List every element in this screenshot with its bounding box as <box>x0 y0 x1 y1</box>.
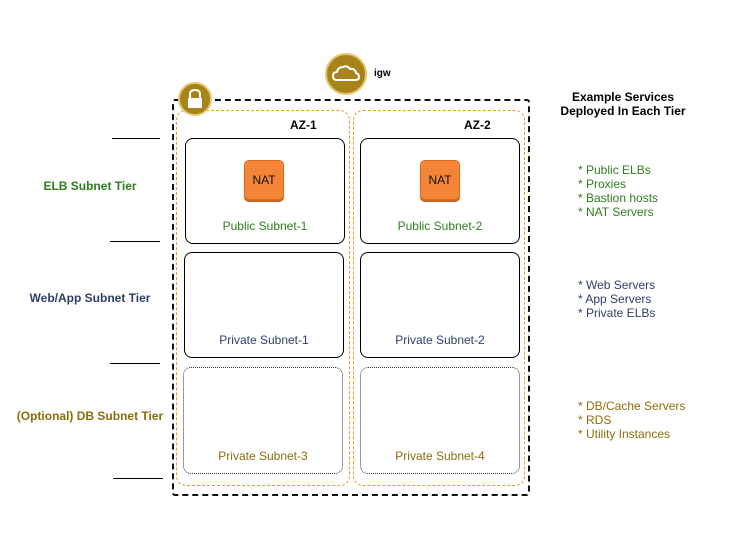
subnet-label: Public Subnet-2 <box>397 219 483 233</box>
private-subnet-1[interactable]: Private Subnet-1 <box>184 252 344 358</box>
nat-box: NAT <box>244 160 284 200</box>
public-subnet-2[interactable]: NAT Public Subnet-2 <box>360 138 520 244</box>
tier-separator <box>113 478 163 479</box>
private-subnet-3[interactable]: Private Subnet-3 <box>183 367 343 474</box>
tier-label-webapp: Web/App Subnet Tier <box>29 291 151 305</box>
tier-separator <box>110 363 160 364</box>
subnet-label: Private Subnet-3 <box>218 449 308 463</box>
subnet-label: Public Subnet-1 <box>222 219 308 233</box>
subnet-label: Private Subnet-4 <box>395 449 485 463</box>
igw-label: igw <box>374 68 391 79</box>
padlock-glyph <box>188 88 202 108</box>
vpc-boundary <box>172 99 530 496</box>
cloud-icon <box>331 65 361 81</box>
list-item: * Utility Instances <box>578 427 671 441</box>
az-2-title: AZ-2 <box>464 118 491 132</box>
list-item: * RDS <box>578 413 612 427</box>
services-heading-line-2: Deployed In Each Tier <box>560 104 686 118</box>
availability-zone-1 <box>176 110 350 486</box>
list-item: * DB/Cache Servers <box>578 399 686 413</box>
tier-label-db: (Optional) DB Subnet Tier <box>16 409 164 423</box>
public-subnet-1[interactable]: NAT Public Subnet-1 <box>185 138 345 244</box>
list-item: * NAT Servers <box>578 205 654 219</box>
services-heading: Example Services Deployed In Each Tier <box>553 90 693 118</box>
nat-box: NAT <box>420 160 460 200</box>
services-heading-line-1: Example Services <box>571 90 675 104</box>
list-item: * Proxies <box>578 177 627 191</box>
subnet-label: Private Subnet-1 <box>219 333 309 347</box>
lock-icon <box>178 82 212 116</box>
tier-separator <box>110 241 160 242</box>
list-item: * Bastion hosts <box>578 191 659 205</box>
availability-zone-2 <box>353 110 525 486</box>
list-item: * App Servers <box>578 292 652 306</box>
list-item: * Web Servers <box>578 278 656 292</box>
private-subnet-2[interactable]: Private Subnet-2 <box>360 252 520 358</box>
subnet-label: Private Subnet-2 <box>395 333 485 347</box>
services-list-db: * DB/Cache Servers * RDS * Utility Insta… <box>578 399 685 441</box>
private-subnet-4[interactable]: Private Subnet-4 <box>360 367 520 474</box>
tier-label-elb: ELB Subnet Tier <box>43 179 137 193</box>
tier-separator <box>112 138 160 139</box>
list-item: * Private ELBs <box>578 306 656 320</box>
az-1-title: AZ-1 <box>290 118 317 132</box>
services-list-elb: * Public ELBs * Proxies * Bastion hosts … <box>578 163 658 219</box>
igw-icon <box>325 53 367 95</box>
list-item: * Public ELBs <box>578 163 651 177</box>
services-list-web: * Web Servers * App Servers * Private EL… <box>578 278 655 320</box>
